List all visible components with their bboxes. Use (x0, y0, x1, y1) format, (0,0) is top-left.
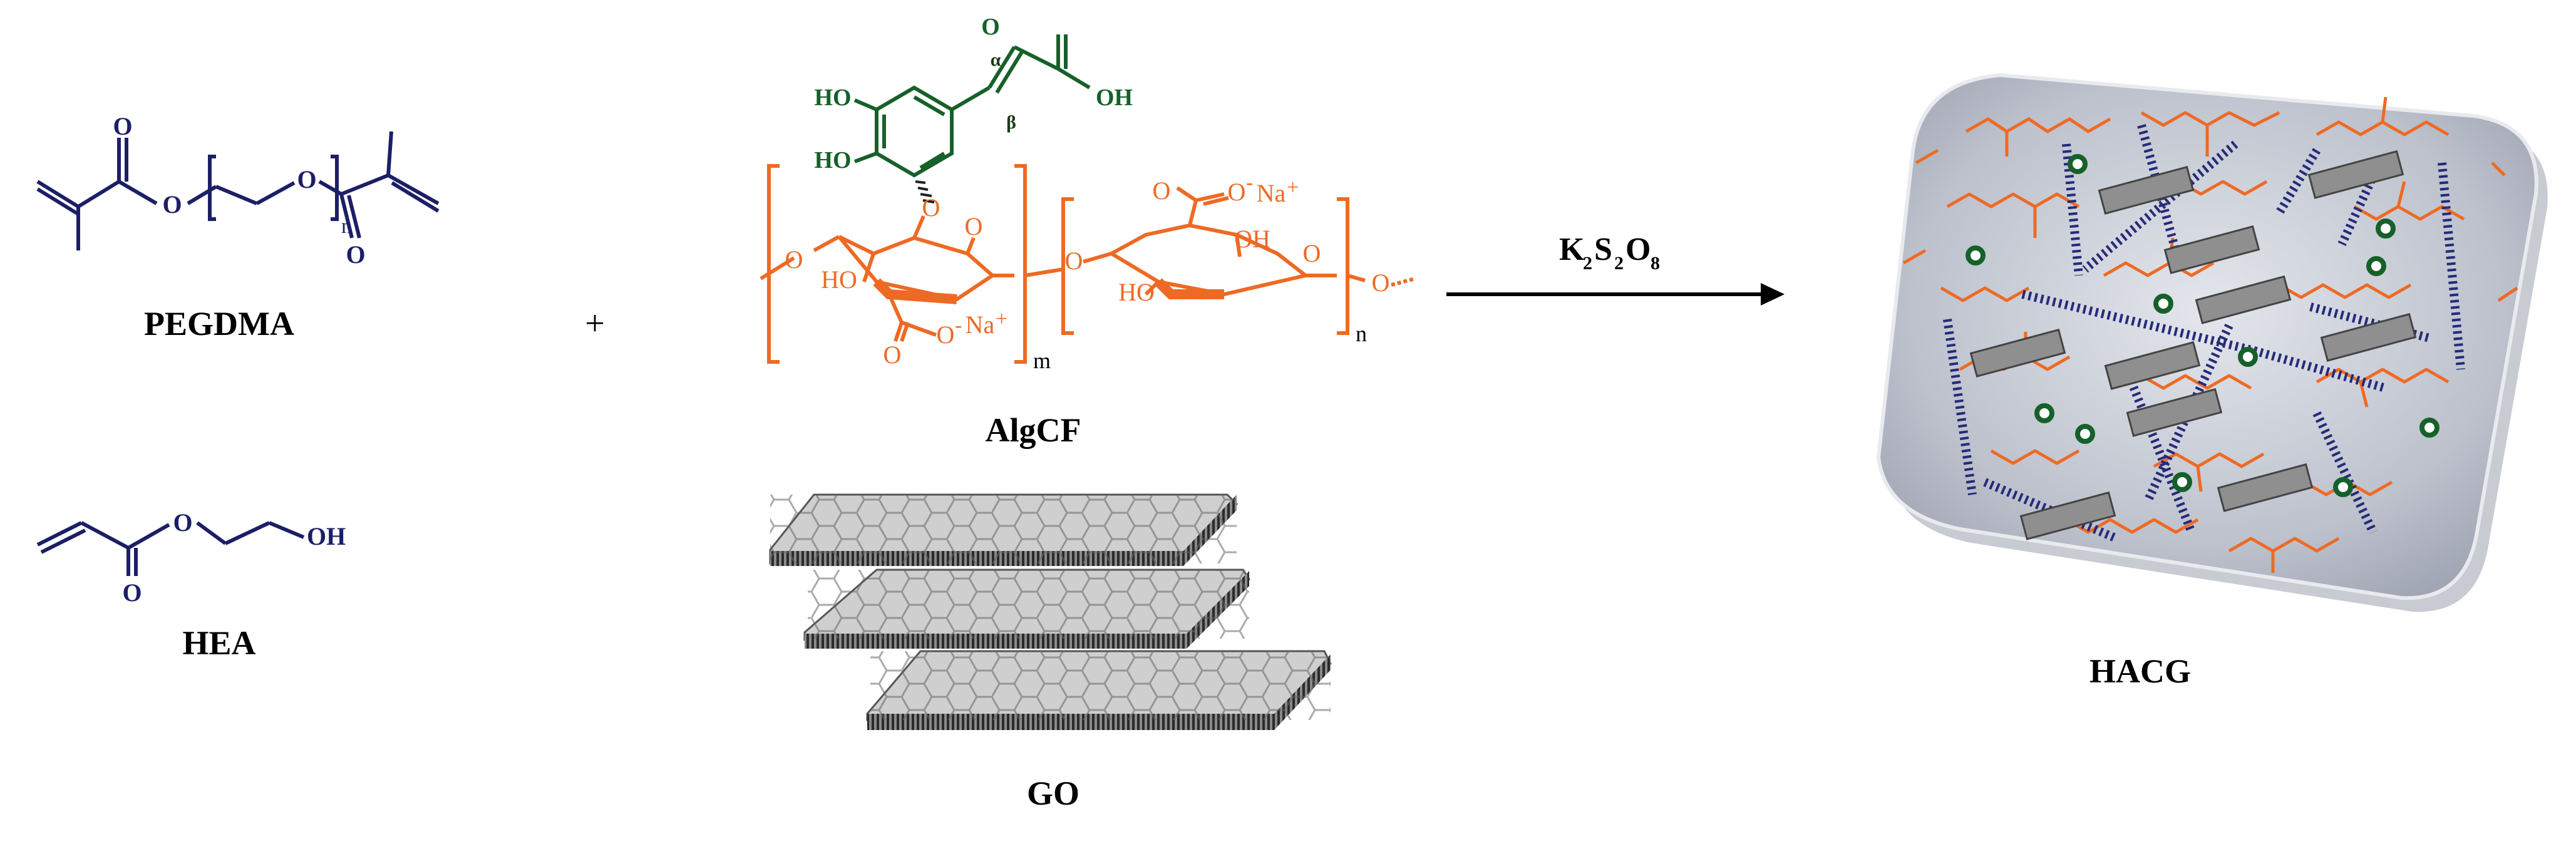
alg-minus-1: - (955, 314, 962, 337)
alg-hydroxyl-2: OH (1234, 225, 1270, 253)
pegdma-carbonyl-o1: O (113, 112, 132, 140)
embedded-graphene (1969, 150, 2417, 540)
caffeic-acid-structure (853, 34, 1091, 178)
reaction-arrow (1446, 283, 1785, 306)
label-hea: HEA (182, 624, 255, 662)
pegdma-ester-o1: O (162, 190, 182, 219)
alg-glycosidic-o-mid: O (1065, 247, 1083, 275)
pegdma-ether-o: O (297, 165, 316, 193)
caffeic-acid-oh: OH (1096, 85, 1133, 111)
caffeic-carbonyl-o: O (981, 14, 1000, 40)
caffeic-hydroxyl-1: HO (814, 85, 851, 111)
alg-hydroxyl-1: HO (821, 265, 857, 294)
beta-label: β (1006, 112, 1016, 133)
initiator-s-sub: 2 (1614, 253, 1624, 274)
polymer-chains (1902, 96, 2518, 573)
algcf-structure (760, 164, 1416, 364)
initiator-o: O (1625, 232, 1651, 267)
hea-structure (36, 521, 305, 576)
alg-carbonyl-o2: O (1153, 177, 1171, 205)
plus-sign: + (585, 304, 605, 343)
graphene-sheet-1 (769, 493, 1239, 566)
pegdma-structure (36, 131, 440, 250)
hea-ester-o: O (173, 508, 192, 537)
hashed-bond (915, 180, 935, 203)
label-pegdma: PEGDMA (144, 305, 294, 342)
alg-o-link: O (922, 193, 940, 222)
hea-carbonyl-o: O (122, 579, 142, 607)
pegdma-carbonyl-o2: O (346, 240, 365, 269)
alg-glycosidic-o-left: O (785, 245, 803, 274)
alg-hydroxyl-3: HO (1118, 278, 1155, 306)
initiator-k-sub: 2 (1583, 253, 1592, 274)
alg-sodium-1: Na (966, 311, 995, 339)
graphene-sheet-3 (866, 650, 1332, 730)
alg-sodium-2: Na (1257, 179, 1286, 207)
initiator-o-sub: 8 (1651, 253, 1660, 274)
hea-hydroxyl: OH (307, 522, 346, 550)
pegdma-repeat-n: n (341, 215, 352, 238)
alg-plus-charge-1: + (996, 307, 1007, 331)
graphene-oxide-sheets (769, 493, 1332, 730)
initiator-label: K 2 S 2 O 8 (1559, 232, 1660, 274)
alg-minus-2: - (1246, 171, 1253, 194)
alg-repeat-m: m (1033, 348, 1051, 373)
label-hacg: HACG (2089, 652, 2191, 690)
alg-carboxylate-o2: O (1228, 178, 1246, 206)
alg-repeat-n: n (1356, 321, 1367, 346)
alg-ring-o2: O (1303, 239, 1321, 267)
alg-ring-o1: O (965, 212, 983, 240)
caffeic-hydroxyl-2: HO (814, 147, 851, 173)
hacg-hydrogel (1876, 73, 2548, 612)
alpha-label: α (991, 49, 1001, 70)
caffeic-acid-dots (1965, 154, 2439, 497)
alg-carbonyl-o1: O (884, 341, 902, 369)
alg-glycosidic-o-right: O (1372, 269, 1390, 297)
alg-plus-charge-2: + (1287, 176, 1299, 199)
label-algcf: AlgCF (986, 411, 1081, 449)
initiator-s: S (1594, 232, 1612, 267)
alg-carboxylate-o1: O (937, 321, 955, 349)
graphene-sheet-2 (803, 569, 1250, 649)
label-go: GO (1027, 775, 1079, 812)
initiator-k: K (1559, 232, 1585, 267)
